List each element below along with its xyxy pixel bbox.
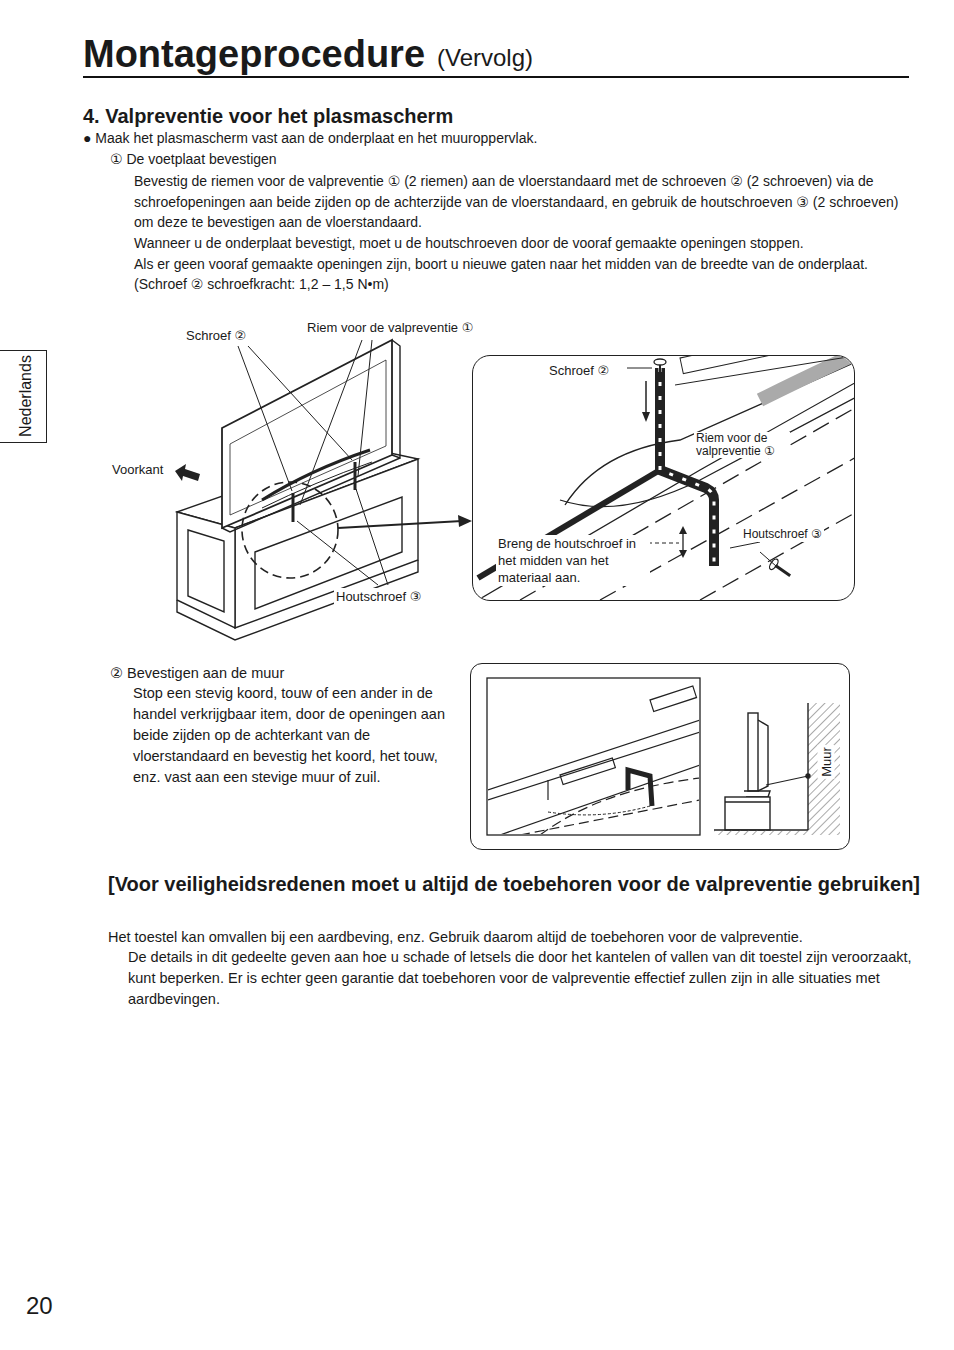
callout-label: Houtschroef ③ <box>334 588 423 606</box>
wall-line <box>807 703 808 830</box>
body-text: Als er geen vooraf gemaakte openingen zi… <box>134 254 912 275</box>
callout-label: Schroef ② <box>184 327 248 345</box>
callout-label: Riem voor de valpreventie ① <box>305 319 475 337</box>
callout-label: Riem voor de valpreventie ① <box>694 432 790 458</box>
step-heading: ② Bevestigen aan de muur <box>110 663 284 683</box>
callout-label: Houtschroef ③ <box>741 526 824 542</box>
dimension-arrow <box>679 550 687 558</box>
wood-screw-icon <box>768 558 794 581</box>
section-heading: 4. Valpreventie voor het plasmascherm <box>83 103 453 130</box>
title-rule <box>83 76 909 78</box>
leader-line <box>627 368 652 369</box>
body-text: (Schroef ② schroefkracht: 1,2 – 1,5 N•m) <box>134 275 389 294</box>
wall-label: Muur <box>818 745 835 779</box>
side-view <box>714 713 810 830</box>
language-tab: Nederlands <box>0 350 47 443</box>
body-text: De details in dit gedeelte geven aan hoe… <box>128 947 913 1010</box>
front-arrow <box>175 464 200 481</box>
detail-frame <box>487 678 700 835</box>
tab-text: Nederlands <box>15 353 36 439</box>
bullet-text: ● Maak het plasmascherm vast aan de onde… <box>83 129 903 148</box>
body-text: Het toestel kan omvallen bij een aardbev… <box>108 927 928 947</box>
callout-label: Schroef ② <box>547 362 611 379</box>
page-number: 20 <box>26 1290 53 1322</box>
leader-lines <box>238 340 462 585</box>
screw-icon <box>654 359 666 380</box>
page-title: Montageprocedure <box>83 32 425 76</box>
body-text: Wanneer u de onderplaat bevestigt, moet … <box>134 233 912 254</box>
safety-heading: [Voor veiligheidsredenen moet u altijd d… <box>108 870 923 899</box>
title-suffix: (Vervolg) <box>437 42 533 74</box>
callout-note: Breng de houtschroef in het midden van h… <box>496 535 650 586</box>
screw-arrow <box>642 412 650 422</box>
detail-drawing <box>478 356 854 600</box>
step-heading: ① De voetplaat bevestigen <box>110 150 277 169</box>
callout-label: Voorkant <box>110 461 165 479</box>
leader-line <box>730 542 760 548</box>
dimension-arrow <box>679 526 687 534</box>
wall-detail-drawing <box>488 686 699 834</box>
body-text: Stop een stevig koord, touw of een ander… <box>133 683 463 788</box>
leader-line <box>760 552 776 566</box>
wall-hatch <box>714 703 840 835</box>
wall-panel: Muur <box>470 663 850 850</box>
detail-panel: Schroef ② Riem voor de valpreventie ① Bren… <box>472 355 855 601</box>
arrowhead <box>458 515 472 527</box>
body-text: Bevestig de riemen voor de valpreventie … <box>134 171 912 233</box>
